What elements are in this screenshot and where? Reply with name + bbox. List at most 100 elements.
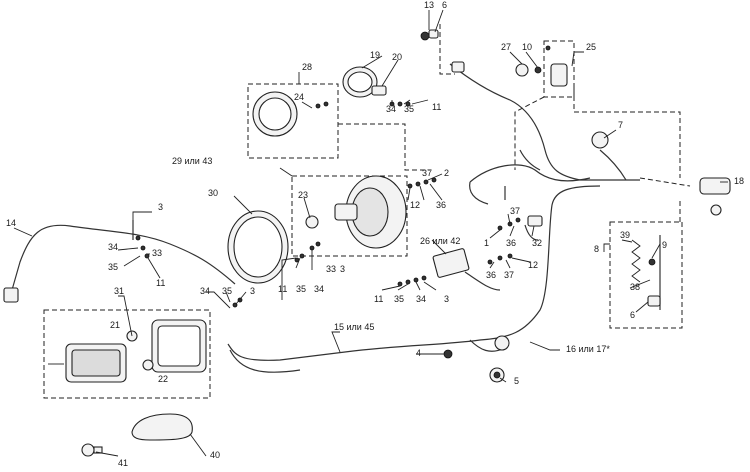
- label-11d: 11: [374, 294, 383, 304]
- label-31: 31: [114, 286, 124, 296]
- label-34e: 34: [416, 294, 426, 304]
- label-34c: 34: [314, 284, 324, 294]
- label-22: 22: [158, 374, 168, 384]
- label-18: 18: [734, 176, 744, 186]
- label-28: 28: [302, 62, 312, 72]
- bulb-22: [142, 359, 154, 371]
- label-34b: 34: [108, 242, 118, 252]
- part-7: [591, 131, 609, 149]
- bulb-41-base: [93, 446, 103, 454]
- label-39: 39: [620, 230, 630, 240]
- label-20: 20: [392, 52, 402, 62]
- label-36b: 36: [506, 238, 516, 248]
- label-38: 38: [630, 282, 640, 292]
- label-5: 5: [514, 376, 519, 386]
- label-30: 30: [208, 188, 218, 198]
- cap-27: [515, 63, 529, 77]
- label-35d: 35: [222, 286, 232, 296]
- label-33a: 33: [152, 248, 162, 258]
- ball-9: [648, 258, 656, 266]
- dashed-connection: [338, 123, 430, 171]
- harness-15: [227, 185, 601, 361]
- relay-26: [432, 248, 470, 278]
- label-40: 40: [210, 450, 220, 460]
- label-37a: 37: [422, 168, 432, 178]
- dashed-connection: [639, 177, 691, 187]
- label-33b: 33: [326, 264, 336, 274]
- label-11a: 11: [432, 102, 441, 112]
- label-27: 27: [501, 42, 511, 52]
- leader-lines: [13, 9, 728, 457]
- label-19: 19: [370, 50, 380, 60]
- washer-10: [534, 66, 542, 74]
- connector-32: [527, 215, 543, 227]
- label-36c: 36: [486, 270, 496, 280]
- part-labels: 13 6 27 10 25 19 20 28 24 34 35 11 7 29 …: [6, 0, 744, 468]
- label-26: 26 или 42: [420, 236, 460, 246]
- label-3a: 3: [158, 202, 163, 212]
- headlamp-socket-29: [334, 203, 358, 221]
- connector-14: [3, 287, 19, 303]
- label-37b: 37: [510, 206, 520, 216]
- harness-16-branch: [524, 224, 539, 241]
- group-frame-28: [247, 83, 339, 159]
- label-3b: 3: [340, 264, 345, 274]
- label-35e: 35: [394, 294, 404, 304]
- harness-15-lower: [229, 349, 301, 373]
- group-frame-25: [543, 40, 575, 98]
- lamp-40: [131, 413, 193, 441]
- label-24: 24: [294, 92, 304, 102]
- label-14: 14: [6, 218, 16, 228]
- harness-14: [11, 224, 236, 291]
- bulb-13: [420, 31, 430, 41]
- headlamp-lens-30: [233, 216, 283, 278]
- connector-harness-top: [451, 61, 465, 73]
- label-8: 8: [594, 244, 599, 254]
- label-41: 41: [118, 458, 128, 468]
- dashed-connection: [573, 88, 681, 178]
- label-1: 1: [484, 238, 489, 248]
- bulb-41: [81, 443, 95, 457]
- label-21: 21: [110, 320, 120, 330]
- label-36a: 36: [436, 200, 446, 210]
- label-9: 9: [662, 240, 667, 250]
- label-10: 10: [522, 42, 532, 52]
- label-23: 23: [298, 190, 308, 200]
- label-35c: 35: [296, 284, 306, 294]
- harness-16-branch: [469, 181, 489, 205]
- grommet-5-center: [493, 371, 501, 379]
- label-29: 29 или 43: [172, 156, 212, 166]
- dashed-connection: [514, 96, 545, 170]
- group-frame-29: [291, 175, 408, 257]
- bracket-6: [647, 295, 661, 307]
- label-35a: 35: [404, 104, 414, 114]
- tail-lamp-housing-inner: [157, 325, 201, 367]
- label-35b: 35: [108, 262, 118, 272]
- harness-26-wire: [464, 271, 501, 291]
- label-11b: 11: [156, 278, 165, 288]
- group-frame-8: [609, 221, 683, 329]
- grommet-4: [443, 349, 453, 359]
- speedometer-face-19: [347, 71, 373, 93]
- label-37c: 37: [504, 270, 514, 280]
- socket-6-top: [428, 29, 439, 39]
- label-2: 2: [444, 168, 449, 178]
- bulb-23: [305, 215, 319, 229]
- ignition-key-18: [710, 204, 722, 216]
- label-25: 25: [586, 42, 596, 52]
- label-6-top: 6: [442, 0, 447, 10]
- harness-16-branch: [519, 149, 541, 171]
- socket-20: [371, 85, 387, 96]
- switch-25: [550, 63, 568, 87]
- label-32: 32: [532, 238, 542, 248]
- label-12b: 12: [528, 260, 538, 270]
- label-3c: 3: [250, 286, 255, 296]
- connector-harness-mid: [494, 335, 510, 351]
- label-13: 13: [424, 0, 434, 10]
- label-3d: 3: [444, 294, 449, 304]
- harness-16-branch: [469, 164, 591, 183]
- label-6b: 6: [630, 310, 635, 320]
- label-34a: 34: [386, 104, 396, 114]
- label-4: 4: [416, 348, 421, 358]
